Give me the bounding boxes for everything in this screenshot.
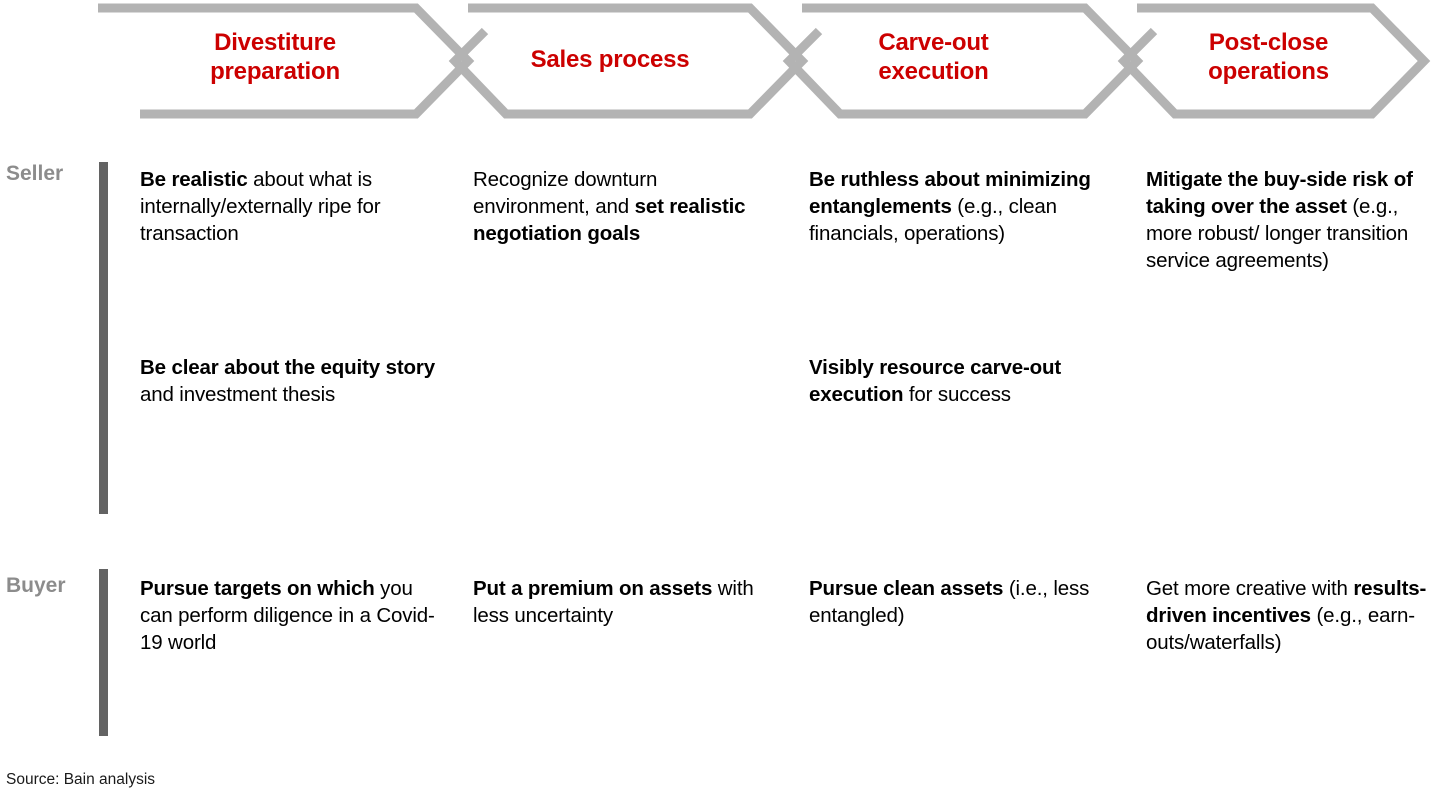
cell-seller-post-close-operations-1: Mitigate the buy-side risk of taking ove… — [1146, 166, 1436, 274]
cell-seller-divestiture-preparation-2: Be clear about the equity story and inve… — [140, 354, 440, 408]
cell-buyer-divestiture-preparation-1: Pursue targets on which you can perform … — [140, 575, 440, 656]
cell-seller-carve-out-execution-2: Visibly resource carve-out execution for… — [809, 354, 1109, 408]
phase-label-line2: preparation — [210, 58, 340, 85]
cell-text-regular: (e.g., more robust/ longer transition se… — [1146, 195, 1409, 272]
phase-label-line2: operations — [1208, 58, 1329, 85]
chevron-shape-sales-process — [448, 3, 809, 119]
row-rule-buyer — [99, 569, 108, 736]
row-label-seller: Seller — [6, 162, 64, 185]
cell-seller-carve-out-execution-1: Be ruthless about minimizing entanglemen… — [809, 166, 1125, 247]
cell-text-bold: Pursue clean assets — [809, 577, 1004, 600]
phase-label-divestiture-preparation[interactable]: Divestiture preparation — [140, 28, 410, 86]
cell-buyer-carve-out-execution-1: Pursue clean assets (i.e., less entangle… — [809, 575, 1109, 629]
phase-label-sales-process[interactable]: Sales process — [468, 45, 752, 74]
phase-label-carve-out-execution[interactable]: Carve-out execution — [806, 28, 1061, 86]
cell-text-regular: about what is internally/externally ripe… — [140, 168, 381, 245]
phase-label-post-close-operations[interactable]: Post-close operations — [1142, 28, 1395, 86]
cell-seller-sales-process-1: Recognize downturn environment, and set … — [473, 166, 773, 247]
cell-text-regular: you can perform diligence in a Covid-19 … — [140, 577, 435, 654]
cell-buyer-post-close-operations-1: Get more creative with results-driven in… — [1146, 575, 1440, 656]
source-note: Source: Bain analysis — [6, 771, 156, 788]
cell-text-bold: Mitigate the buy-side risk of taking ove… — [1146, 168, 1413, 218]
cell-text-regular: for success — [903, 383, 1011, 406]
cell-text-bold: Pursue targets on which — [140, 577, 375, 600]
phase-label-line1: Carve-out — [878, 29, 989, 56]
cell-text-regular: (e.g., earn-outs/waterfalls) — [1146, 604, 1415, 654]
cell-buyer-sales-process-1: Put a premium on assets with less uncert… — [473, 575, 783, 629]
row-label-buyer: Buyer — [6, 574, 66, 597]
phase-label-line1: Divestiture — [214, 29, 336, 56]
cell-text-bold: results-driven incentives — [1146, 577, 1427, 627]
phase-label-line1: Sales process — [530, 46, 690, 73]
cell-text-bold: Be ruthless about minimizing entanglemen… — [809, 168, 1091, 218]
cell-text-regular: (e.g., clean financials, operations) — [809, 195, 1057, 245]
cell-text-regular: with less uncertainty — [473, 577, 754, 627]
cell-text-bold: Put a premium on assets — [473, 577, 713, 600]
chevron-shape-post-close-operations — [1117, 3, 1431, 119]
chevron-shape-carve-out-execution — [782, 3, 1144, 119]
cell-text-bold: Be realistic — [140, 168, 248, 191]
cell-seller-divestiture-preparation-1: Be realistic about what is internally/ex… — [140, 166, 430, 247]
cell-text-regular: (i.e., less entangled) — [809, 577, 1090, 627]
cell-text-bold: set realistic negotiation goals — [473, 195, 746, 245]
phase-label-line2: execution — [878, 58, 989, 85]
cell-text-bold: Visibly resource carve-out execution — [809, 356, 1062, 406]
cell-text-regular: Recognize downturn environment, and — [473, 168, 658, 218]
cell-text-regular: Get more creative with — [1146, 577, 1354, 600]
chevron-shape-divestiture-preparation — [98, 3, 475, 119]
phase-label-line1: Post-close — [1208, 29, 1329, 56]
phase-chevron-shapes — [98, 3, 1431, 119]
phase-chevron-header: Divestiture preparation Sales process Ca… — [0, 0, 1440, 122]
cell-text-bold: Be clear about the equity story — [140, 356, 435, 379]
row-rule-seller — [99, 162, 108, 514]
cell-text-regular: and investment thesis — [140, 383, 336, 406]
